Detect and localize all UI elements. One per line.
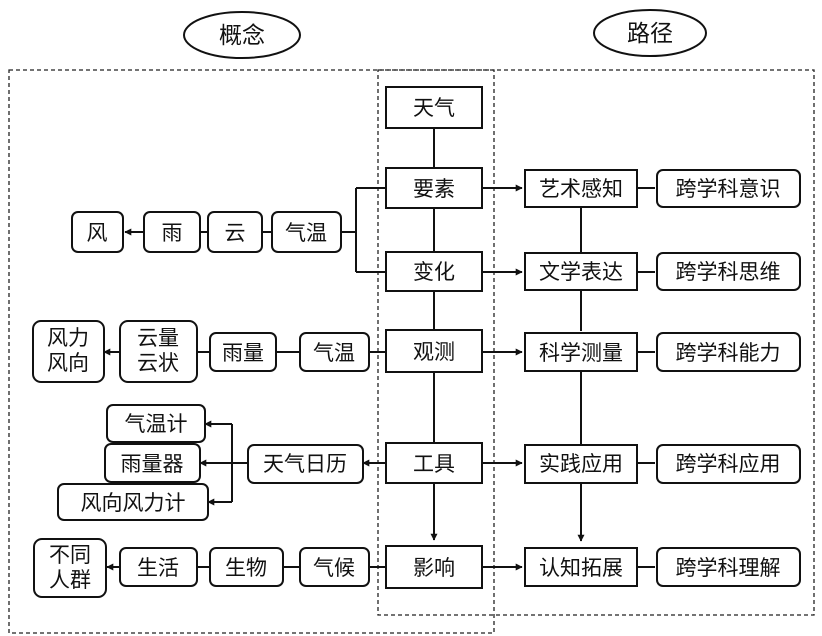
node-artistic-perception: 艺术感知 (524, 169, 638, 208)
connectors (103, 128, 655, 571)
node-rainfall-label: 雨量 (222, 341, 264, 365)
node-weather-calendar-label: 天气日历 (263, 452, 347, 476)
node-artistic-perception-label: 艺术感知 (539, 177, 623, 201)
node-cloud-label: 云 (225, 221, 246, 245)
node-cross-awareness: 跨学科意识 (656, 169, 801, 208)
node-rain: 雨 (143, 211, 201, 253)
node-climate-label: 气候 (313, 556, 355, 580)
node-weather-label: 天气 (413, 96, 455, 120)
observation-row: 气温 雨量 云量云状 风力风向 (32, 320, 370, 383)
node-practical-application-label: 实践应用 (539, 452, 623, 476)
node-cognitive-expansion: 认知拓展 (524, 547, 638, 587)
node-impact-label: 影响 (413, 556, 455, 580)
node-change-label: 变化 (413, 260, 455, 284)
node-temperature: 气温 (271, 211, 342, 253)
node-cloud: 云 (207, 211, 263, 253)
node-elements-label: 要素 (413, 177, 455, 201)
node-cloud-amount-type-label: 云量云状 (137, 326, 179, 375)
path-header: 路径 (593, 9, 707, 57)
elements-row: 气温 云 雨 风 (71, 211, 342, 253)
node-organisms: 生物 (209, 547, 284, 587)
node-cross-awareness-label: 跨学科意识 (676, 177, 781, 201)
node-cross-application: 跨学科应用 (656, 444, 801, 484)
node-wind-force-direction: 风力风向 (32, 320, 105, 383)
node-observation: 观测 (385, 329, 483, 373)
tools-row: 天气日历 气温计 雨量器 风向风力计 (57, 404, 364, 521)
path-region-frame (377, 69, 815, 616)
node-cross-thinking-label: 跨学科思维 (676, 260, 781, 284)
node-scientific-measurement-label: 科学测量 (539, 341, 623, 365)
node-life-label: 生活 (137, 556, 179, 580)
node-cross-application-label: 跨学科应用 (676, 452, 781, 476)
node-observation-label: 观测 (413, 340, 455, 364)
node-literary-expression: 文学表达 (524, 252, 638, 291)
impact-row: 气候 生物 生活 不同人群 (33, 538, 370, 598)
node-obs-temperature-label: 气温 (313, 341, 355, 365)
concept-header: 概念 (183, 11, 301, 59)
node-cross-understanding: 跨学科理解 (656, 547, 801, 587)
path-column: 艺术感知 文学表达 科学测量 实践应用 认知拓展 (524, 169, 638, 587)
node-elements: 要素 (385, 167, 483, 209)
node-tools-label: 工具 (413, 452, 455, 476)
node-cross-understanding-label: 跨学科理解 (676, 556, 781, 580)
node-climate: 气候 (299, 547, 370, 587)
node-wind-meter: 风向风力计 (57, 483, 209, 521)
node-cross-ability-label: 跨学科能力 (676, 341, 781, 365)
node-weather: 天气 (385, 86, 483, 129)
node-thermometer: 气温计 (106, 404, 206, 443)
node-cross-thinking: 跨学科思维 (656, 252, 801, 291)
node-impact: 影响 (385, 545, 483, 589)
node-tools: 工具 (385, 442, 483, 484)
node-change: 变化 (385, 251, 483, 292)
node-wind-force-direction-label: 风力风向 (47, 326, 89, 375)
node-wind-label: 风 (87, 221, 108, 245)
node-cloud-amount-type: 云量云状 (119, 320, 198, 383)
cross-disciplinary-column: 跨学科意识 跨学科思维 跨学科能力 跨学科应用 跨学科理解 (656, 169, 801, 587)
node-organisms-label: 生物 (225, 556, 267, 580)
node-rain-gauge: 雨量器 (104, 443, 201, 483)
node-obs-temperature: 气温 (299, 332, 370, 372)
node-literary-expression-label: 文学表达 (539, 260, 623, 284)
node-different-groups: 不同人群 (33, 538, 107, 598)
node-rain-gauge-label: 雨量器 (121, 452, 184, 476)
node-rainfall: 雨量 (209, 332, 277, 372)
node-different-groups-label: 不同人群 (49, 543, 91, 592)
path-header-label: 路径 (627, 21, 673, 47)
node-temperature-label: 气温 (285, 221, 327, 245)
node-practical-application: 实践应用 (524, 444, 638, 484)
node-rain-label: 雨 (162, 221, 183, 245)
node-cross-ability: 跨学科能力 (656, 332, 801, 372)
node-weather-calendar: 天气日历 (247, 444, 364, 484)
center-column: 天气 要素 变化 观测 工具 影响 (385, 86, 483, 589)
node-wind-meter-label: 风向风力计 (81, 491, 186, 515)
node-wind: 风 (71, 211, 124, 253)
node-thermometer-label: 气温计 (125, 412, 188, 436)
node-life: 生活 (119, 547, 198, 587)
concept-header-label: 概念 (219, 23, 265, 49)
node-cognitive-expansion-label: 认知拓展 (539, 556, 623, 580)
node-scientific-measurement: 科学测量 (524, 332, 638, 372)
